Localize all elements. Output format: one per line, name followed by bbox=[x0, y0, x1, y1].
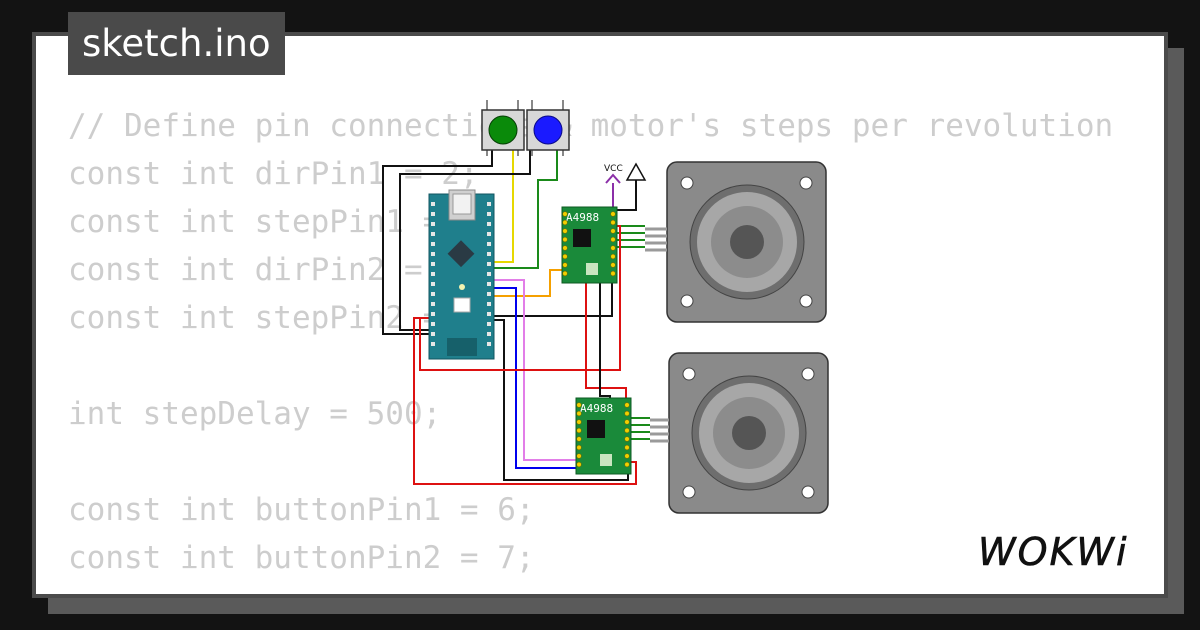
nano-pin bbox=[487, 292, 491, 296]
a4988-driver-1[interactable]: A4988 bbox=[561, 206, 618, 284]
stepper-motor-2[interactable] bbox=[668, 352, 829, 514]
driver-pin bbox=[562, 253, 568, 260]
nano-pin bbox=[487, 222, 491, 226]
driver-1-label: A4988 bbox=[566, 211, 599, 224]
driver-2-label: A4988 bbox=[580, 402, 613, 415]
logo-text: WOKWi bbox=[978, 530, 1129, 574]
code-line: int stepDelay = 500; bbox=[68, 396, 442, 432]
nano-pin bbox=[487, 302, 491, 306]
driver-pin bbox=[624, 419, 630, 425]
driver-pin bbox=[624, 453, 630, 459]
nano-pin bbox=[431, 292, 435, 296]
nano-pin bbox=[431, 272, 435, 276]
nano-pin bbox=[431, 222, 435, 226]
nano-pin bbox=[431, 252, 435, 256]
nano-pin bbox=[431, 332, 435, 336]
nano-pin bbox=[487, 212, 491, 216]
vcc-terminal[interactable]: VCC bbox=[604, 164, 623, 184]
nano-pin bbox=[487, 242, 491, 246]
driver-pin bbox=[610, 219, 616, 226]
nano-pin bbox=[431, 202, 435, 206]
driver-pin bbox=[624, 410, 630, 417]
file-tab[interactable]: sketch.ino bbox=[68, 12, 285, 75]
driver-pin bbox=[610, 253, 616, 260]
driver-pin bbox=[624, 436, 630, 442]
driver-pin bbox=[576, 427, 582, 434]
nano-pin bbox=[431, 212, 435, 216]
driver-pin bbox=[610, 270, 616, 277]
driver-pin bbox=[624, 402, 630, 408]
driver-pin bbox=[576, 402, 582, 408]
nano-pin bbox=[487, 322, 491, 326]
wires bbox=[382, 150, 650, 485]
wokwi-logo: WOKWi bbox=[978, 530, 1129, 575]
nano-pin bbox=[431, 322, 435, 326]
nano-pin bbox=[431, 262, 435, 266]
nano-pin bbox=[431, 342, 435, 346]
driver-pin bbox=[562, 262, 568, 268]
driver-pin bbox=[610, 211, 616, 217]
driver-pin bbox=[610, 236, 616, 243]
nano-pin bbox=[487, 282, 491, 286]
code-editor: // Define pin connections & motor's step… bbox=[68, 102, 1113, 582]
ground-terminal[interactable] bbox=[625, 162, 647, 181]
driver-pin bbox=[562, 236, 568, 243]
driver-pin bbox=[576, 453, 582, 459]
driver-pin bbox=[576, 461, 582, 468]
driver-pin bbox=[562, 211, 568, 217]
vcc-label: VCC bbox=[604, 164, 623, 174]
motor-2-leads bbox=[650, 418, 669, 443]
code-line: const int buttonPin2 = 7; bbox=[68, 540, 535, 576]
nano-pin bbox=[487, 342, 491, 346]
nano-pin bbox=[487, 272, 491, 276]
nano-pin bbox=[487, 252, 491, 256]
nano-pin bbox=[431, 232, 435, 236]
nano-pin bbox=[431, 312, 435, 316]
driver-pin bbox=[576, 419, 582, 425]
nano-pin bbox=[431, 282, 435, 286]
pushbutton-1[interactable] bbox=[481, 100, 525, 156]
driver-pins bbox=[562, 211, 630, 468]
code-line: // Define pin connections & motor's step… bbox=[68, 108, 1114, 144]
code-line: const int buttonPin1 = 6; bbox=[68, 492, 535, 528]
nano-pin bbox=[487, 332, 491, 336]
pushbutton-2[interactable] bbox=[526, 100, 570, 156]
nano-pin bbox=[431, 242, 435, 246]
stepper-motor-1[interactable] bbox=[666, 161, 827, 323]
driver-pin bbox=[610, 245, 616, 251]
code-line: const int dirPin1 = 2; bbox=[68, 156, 479, 192]
driver-pin bbox=[562, 245, 568, 251]
nano-pin bbox=[487, 262, 491, 266]
driver-pin bbox=[624, 444, 630, 451]
nano-pin bbox=[487, 232, 491, 236]
motor-1-leads bbox=[645, 227, 667, 252]
arduino-nano-pins bbox=[431, 202, 491, 346]
driver-pin bbox=[576, 444, 582, 451]
driver-pin bbox=[576, 436, 582, 442]
driver-pin bbox=[624, 427, 630, 434]
driver-pin bbox=[562, 228, 568, 234]
driver-pin bbox=[610, 262, 616, 268]
a4988-driver-2[interactable]: A4988 bbox=[575, 397, 632, 475]
driver-pin bbox=[624, 461, 630, 468]
driver-pin bbox=[562, 270, 568, 277]
nano-pin bbox=[487, 202, 491, 206]
driver-pin bbox=[610, 228, 616, 234]
nano-pin bbox=[487, 312, 491, 316]
arduino-nano[interactable] bbox=[428, 189, 495, 360]
nano-pin bbox=[431, 302, 435, 306]
driver-pin bbox=[562, 219, 568, 226]
driver-pin bbox=[576, 410, 582, 417]
